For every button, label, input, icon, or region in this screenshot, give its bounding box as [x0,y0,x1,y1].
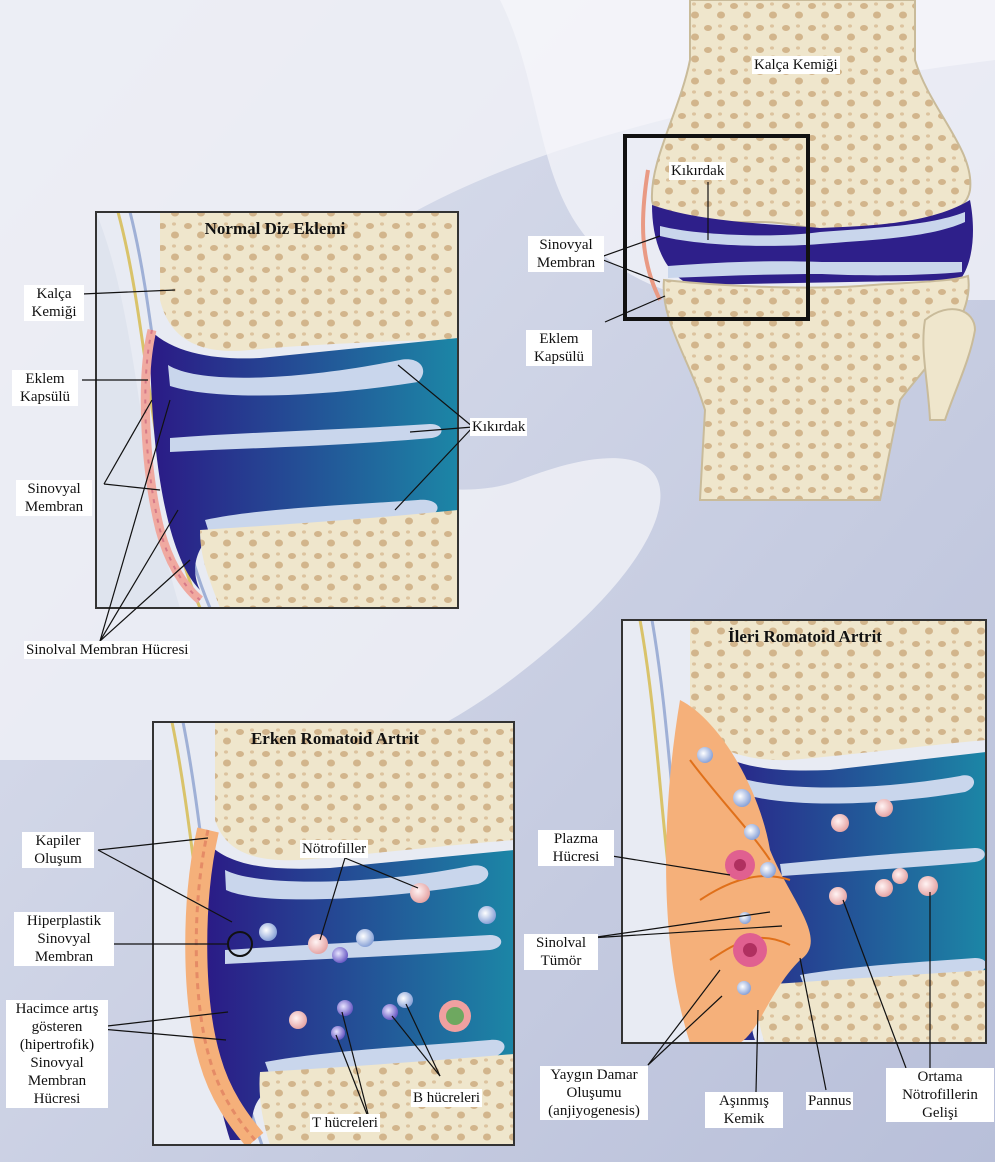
label-normal-membran-hucresi: Sinolval Membran Hücresi [24,641,190,659]
label-advanced-pannus: Pannus [806,1092,853,1110]
label-overview-kikirdak: Kıkırdak [669,162,726,180]
early-ra-panel [153,722,514,1145]
normal-knee-panel [96,212,458,608]
label-overview-kalca-kemigi: Kalça Kemiği [752,56,840,74]
label-early-notrofiller: Nötrofiller [300,840,368,858]
early-panel-title: Erken Romatoid Artrit [190,729,480,749]
normal-panel-title: Normal Diz Eklemi [140,219,410,239]
label-normal-kikirdak: Kıkırdak [470,418,527,436]
label-early-b-hucreleri: B hücreleri [411,1089,482,1107]
advanced-panel-title: İleri Romatoid Artrit [660,627,950,647]
label-early-t-hucreleri: T hücreleri [310,1114,380,1132]
